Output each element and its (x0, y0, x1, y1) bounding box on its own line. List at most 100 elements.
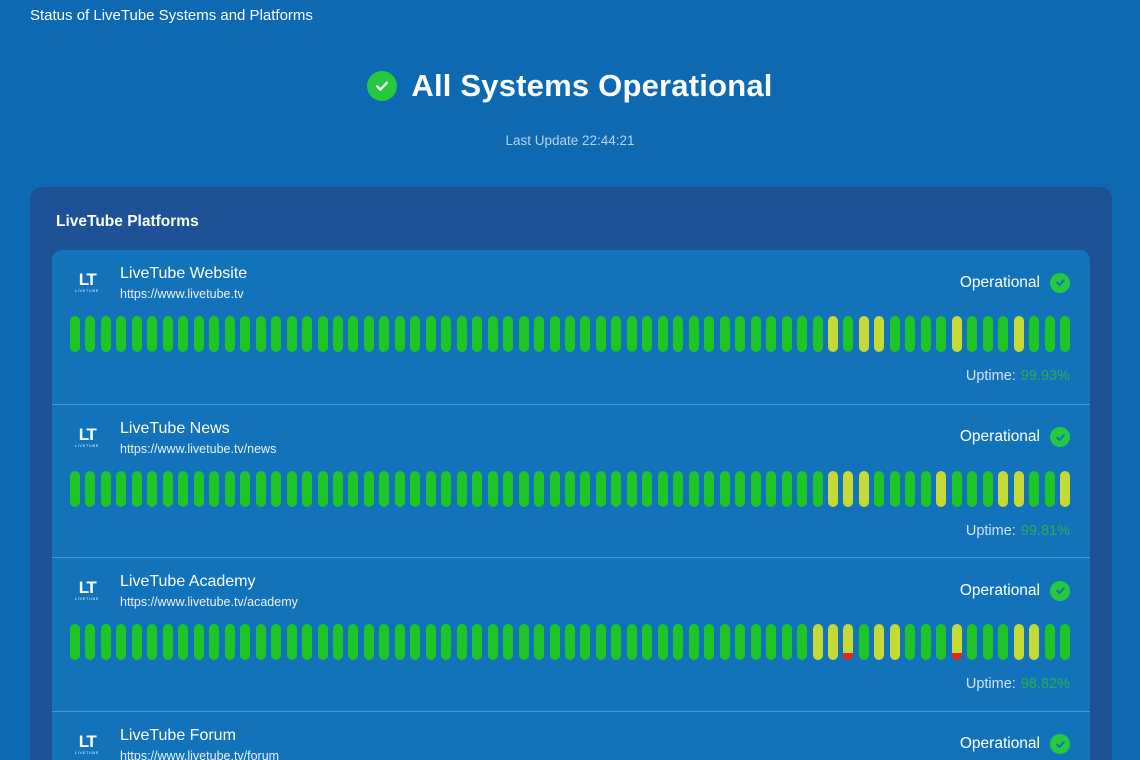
service-uptime: Uptime:98.82% (70, 676, 1070, 692)
uptime-bar (363, 624, 374, 660)
uptime-bar (595, 624, 606, 660)
livetube-logo-icon: LT LIVETUBE (70, 731, 104, 755)
uptime-bar (967, 316, 978, 352)
uptime-bar (874, 470, 885, 507)
uptime-bar (410, 316, 421, 352)
uptime-bar (611, 316, 622, 352)
uptime-bar (456, 624, 467, 660)
uptime-bar (982, 624, 993, 660)
uptime-bar (503, 470, 514, 507)
uptime-bar (131, 316, 142, 352)
uptime-bar (920, 316, 931, 352)
livetube-logo-icon: LT LIVETUBE (70, 271, 104, 293)
status-check-icon (1050, 734, 1070, 754)
uptime-bar (302, 316, 313, 352)
uptime-bar (394, 470, 405, 507)
service-row: LT LIVETUBE LiveTube Academy https://www… (52, 557, 1090, 711)
uptime-bar (100, 470, 111, 507)
uptime-bar (735, 316, 746, 352)
uptime-bar (673, 624, 684, 660)
uptime-bar (905, 316, 916, 352)
uptime-bars (70, 470, 1070, 507)
service-name: LiveTube Academy (120, 573, 256, 590)
uptime-bar (534, 624, 545, 660)
uptime-bar (657, 624, 668, 660)
uptime-bar (503, 316, 514, 352)
uptime-bar (843, 624, 854, 660)
uptime-bar (642, 624, 653, 660)
uptime-bar (116, 316, 127, 352)
uptime-bar (131, 470, 142, 507)
logo-monogram: LT (78, 731, 97, 751)
uptime-bar (1044, 624, 1055, 660)
uptime-bar (224, 624, 235, 660)
service-row: LT LIVETUBE LiveTube News https://www.li… (52, 403, 1090, 558)
uptime-bar (240, 316, 251, 352)
uptime-bar (642, 470, 653, 507)
uptime-bar (456, 316, 467, 352)
uptime-value: 99.93% (1020, 368, 1070, 384)
uptime-bar (812, 624, 823, 660)
uptime-bar (255, 316, 266, 352)
uptime-bar (951, 316, 962, 352)
uptime-bar (580, 624, 591, 660)
uptime-bar (843, 470, 854, 507)
uptime-bar (797, 624, 808, 660)
uptime-bar (348, 624, 359, 660)
uptime-bar (363, 316, 374, 352)
uptime-bar (193, 316, 204, 352)
uptime-bar (534, 316, 545, 352)
livetube-logo-icon: LT LIVETUBE (70, 579, 104, 601)
uptime-bar (332, 624, 343, 660)
uptime-bar (595, 316, 606, 352)
uptime-bar (379, 624, 390, 660)
uptime-bar (735, 624, 746, 660)
uptime-bar (827, 624, 838, 660)
uptime-bar (920, 624, 931, 660)
uptime-bar (425, 316, 436, 352)
uptime-bar (580, 316, 591, 352)
uptime-bar (905, 470, 916, 507)
uptime-bar (100, 624, 111, 660)
uptime-bar (348, 470, 359, 507)
last-update: Last Update 22:44:21 (505, 133, 635, 148)
uptime-bar (100, 316, 111, 352)
uptime-bar (750, 470, 761, 507)
uptime-bar (255, 470, 266, 507)
uptime-bar (286, 316, 297, 352)
uptime-bar (302, 624, 313, 660)
uptime-bar (410, 470, 421, 507)
uptime-bars (70, 624, 1070, 660)
uptime-bar (1013, 470, 1024, 507)
uptime-bars (70, 316, 1070, 352)
uptime-bar (549, 316, 560, 352)
logo-wordmark: LIVETUBE (74, 596, 100, 601)
uptime-bar (410, 624, 421, 660)
uptime-bar (518, 316, 529, 352)
service-name: LiveTube Website (120, 265, 248, 282)
uptime-bar (704, 624, 715, 660)
uptime-bar (224, 316, 235, 352)
uptime-bar (147, 624, 158, 660)
service-name: LiveTube News (120, 419, 230, 437)
uptime-bar (70, 316, 80, 352)
uptime-bar (750, 624, 761, 660)
uptime-bar (843, 316, 854, 352)
uptime-bar (286, 624, 297, 660)
uptime-bar (827, 316, 838, 352)
uptime-bar (472, 624, 483, 660)
uptime-bar (982, 470, 993, 507)
uptime-bar (1029, 470, 1040, 507)
uptime-bar (1044, 470, 1055, 507)
uptime-bar (162, 470, 173, 507)
uptime-bar (209, 316, 220, 352)
uptime-bar (936, 470, 947, 507)
uptime-label: Uptime: (965, 368, 1016, 384)
uptime-bar (503, 624, 514, 660)
overall-status-heading: All Systems Operational (411, 68, 773, 103)
service-row: LT LIVETUBE LiveTube Forum https://www.l… (52, 710, 1090, 760)
uptime-bar (549, 470, 560, 507)
uptime-bar (781, 316, 792, 352)
uptime-bar (85, 316, 96, 352)
uptime-bar (905, 624, 916, 660)
